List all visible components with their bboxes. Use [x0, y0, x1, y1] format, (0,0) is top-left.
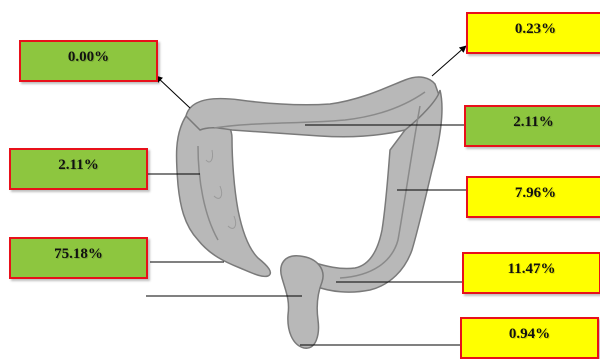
descending-colon-label: 7.96% [466, 176, 600, 218]
rectum-shape [281, 256, 323, 348]
transverse-colon-label: 2.11% [464, 105, 600, 147]
transverse-colon-shape [186, 77, 440, 137]
ascending-colon-shape [176, 116, 270, 276]
right-colon-label: 2.11% [9, 148, 148, 190]
rectum-label: 0.00% [19, 40, 158, 82]
sigmoid-colon-label: 11.47% [462, 252, 600, 294]
cecum-label: 75.18% [9, 237, 148, 279]
anal-region-label: 0.94% [460, 317, 599, 359]
colon-illustration [176, 77, 442, 348]
splenic-flexure-label: 0.23% [466, 12, 600, 54]
